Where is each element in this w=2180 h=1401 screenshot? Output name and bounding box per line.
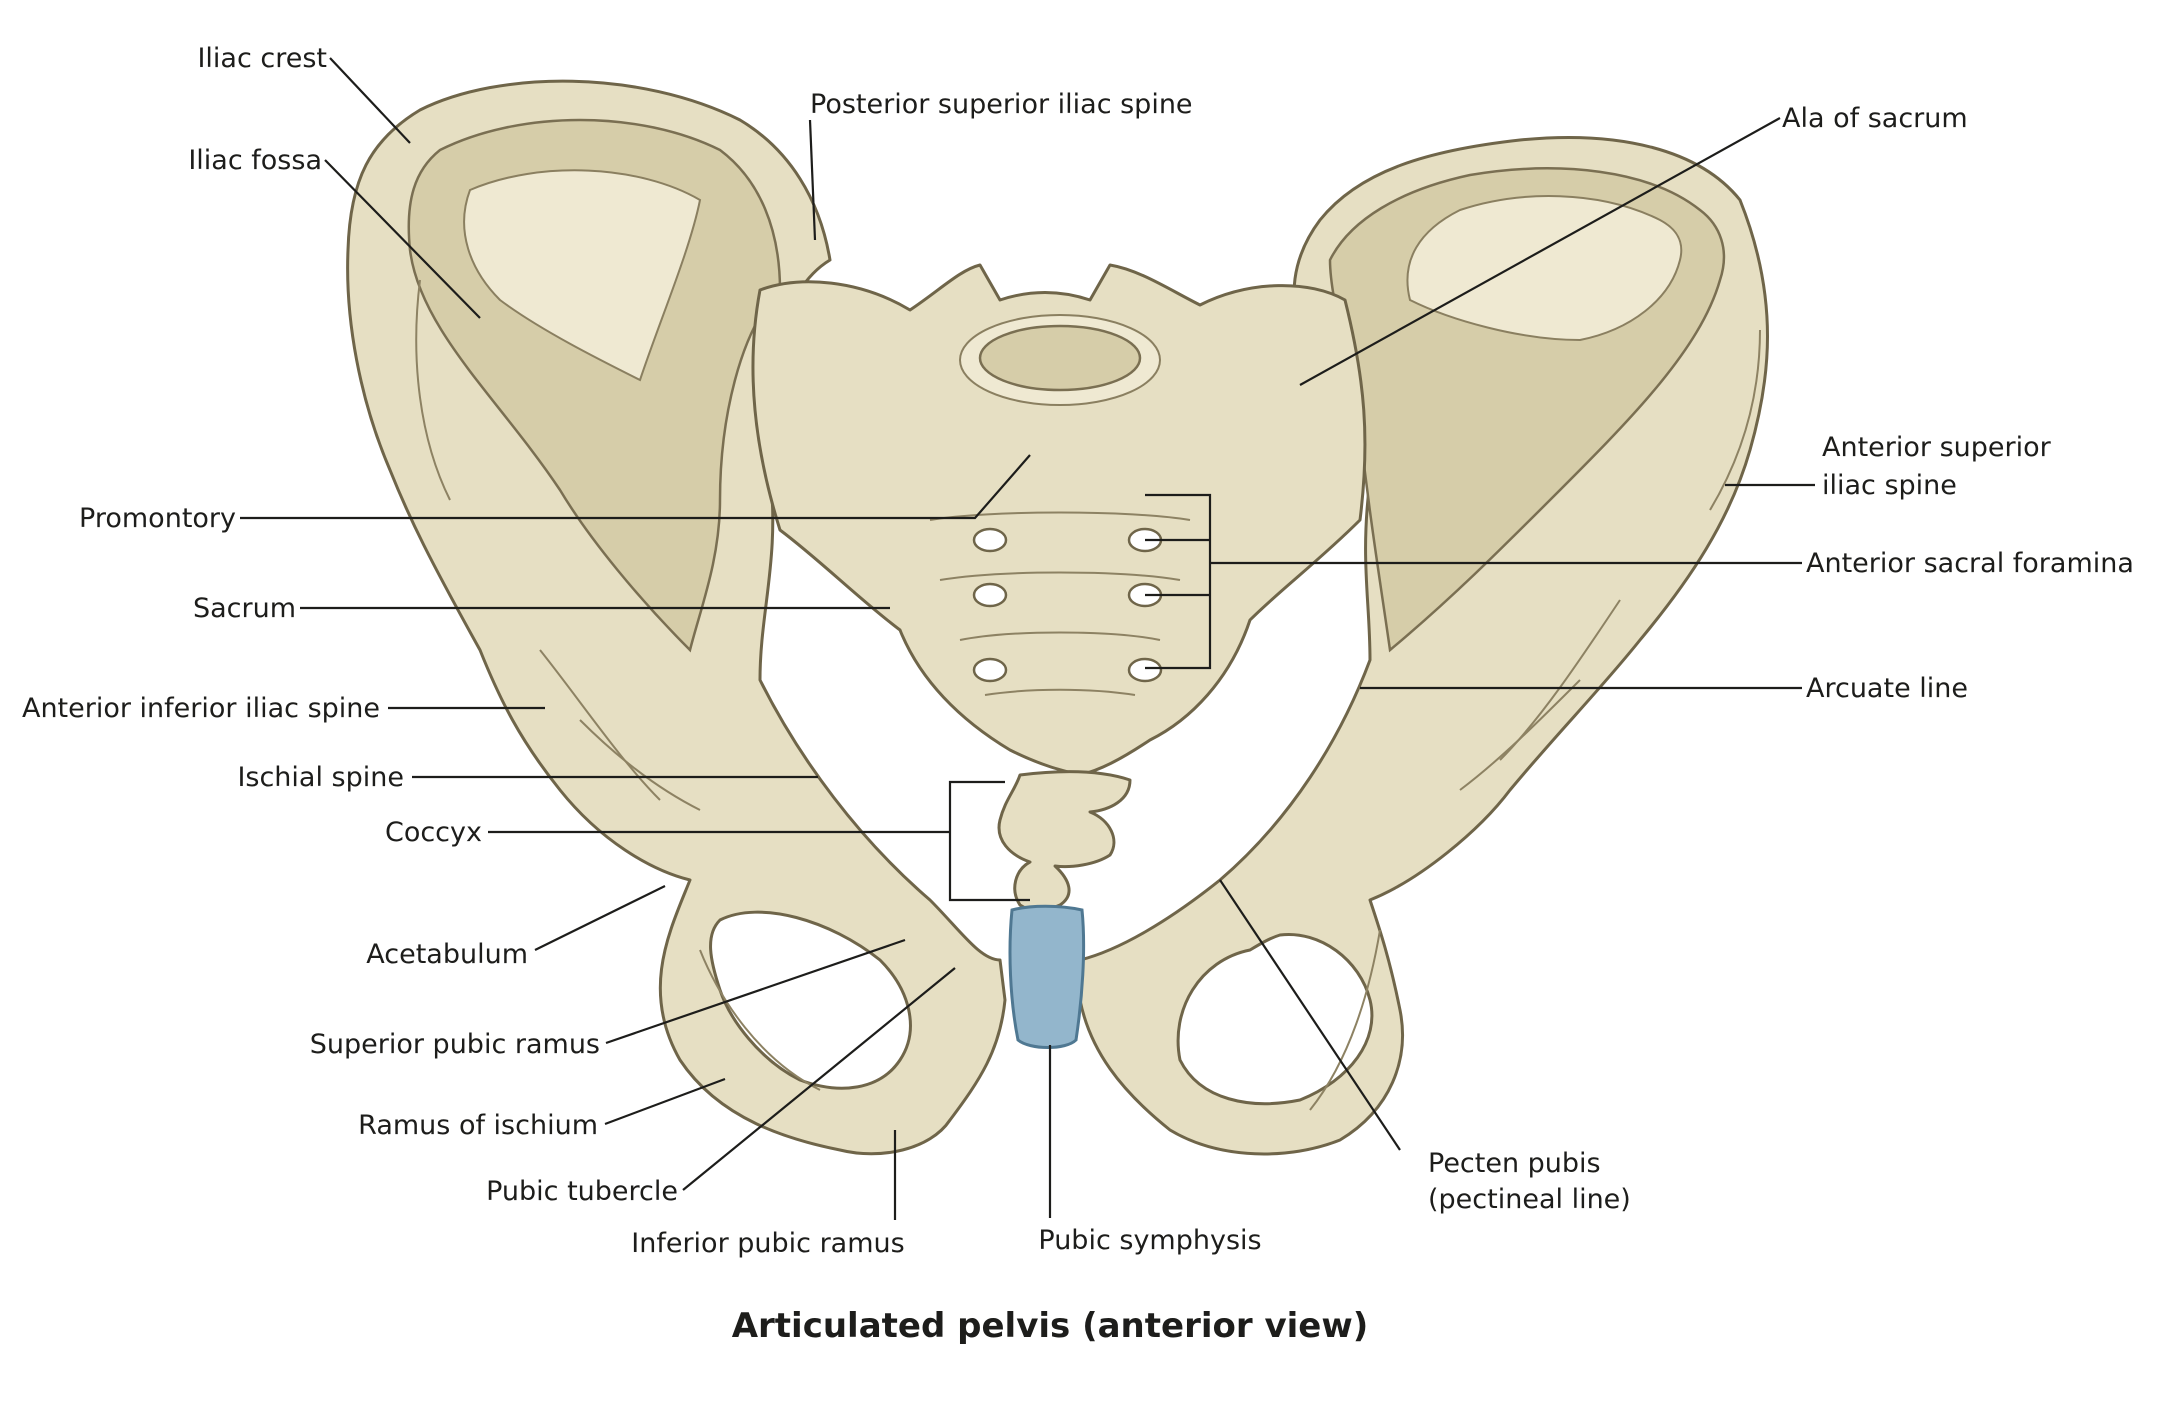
- label-sacrum: Sacrum: [193, 593, 296, 624]
- label-anterior-inferior-iliac-spine: Anterior inferior iliac spine: [22, 693, 380, 724]
- label-ischial-spine: Ischial spine: [237, 762, 404, 793]
- label-pubic-tubercle: Pubic tubercle: [486, 1176, 678, 1207]
- sacrum-bone: [751, 263, 1367, 777]
- coccyx-bone: [997, 770, 1132, 912]
- label-anterior-superior-iliac-spine-line2: iliac spine: [1822, 470, 1957, 501]
- leader-pubic-tubercle: [682, 967, 956, 1191]
- leader-promontory: [240, 454, 1031, 520]
- label-promontory: Promontory: [79, 503, 236, 534]
- label-pecten-pubis-line1: Pecten pubis: [1428, 1148, 1601, 1179]
- label-acetabulum: Acetabulum: [366, 939, 528, 970]
- label-iliac-crest: Iliac crest: [197, 43, 327, 74]
- label-anterior-superior-iliac-spine-line1: Anterior superior: [1822, 432, 2052, 463]
- leader-superior-pubic-ramus: [605, 938, 906, 1045]
- labels: Iliac crest Iliac fossa Posterior superi…: [22, 43, 2134, 1259]
- pubic-symphysis-cartilage: [1008, 904, 1086, 1049]
- leader-pecten-pubis: [1219, 879, 1401, 1151]
- label-inferior-pubic-ramus: Inferior pubic ramus: [631, 1228, 904, 1259]
- label-arcuate-line: Arcuate line: [1806, 673, 1968, 704]
- label-pecten-pubis-line2: (pectineal line): [1428, 1184, 1631, 1215]
- leader-ramus-of-ischium: [604, 1077, 726, 1126]
- label-iliac-fossa: Iliac fossa: [188, 145, 322, 176]
- figure-title: Articulated pelvis (anterior view): [732, 1306, 1369, 1346]
- label-anterior-sacral-foramina: Anterior sacral foramina: [1806, 548, 2134, 579]
- bracket-coccyx: [948, 780, 1030, 902]
- leader-ala-of-sacrum: [1299, 117, 1781, 386]
- label-posterior-superior-iliac-spine: Posterior superior iliac spine: [810, 89, 1193, 120]
- leader-iliac-crest: [329, 57, 411, 144]
- right-hip-bone: [1078, 136, 1769, 1156]
- leader-posterior-superior-iliac-spine: [808, 119, 817, 241]
- label-coccyx: Coccyx: [385, 817, 482, 848]
- label-ramus-of-ischium: Ramus of ischium: [358, 1110, 598, 1141]
- bracket-anterior-sacral-foramina: [1145, 493, 1212, 670]
- label-pubic-symphysis: Pubic symphysis: [1038, 1225, 1261, 1256]
- label-superior-pubic-ramus: Superior pubic ramus: [310, 1029, 600, 1060]
- leader-iliac-fossa: [324, 159, 481, 319]
- pelvis-illustration: [346, 79, 1769, 1156]
- leader-acetabulum: [534, 885, 666, 951]
- label-ala-of-sacrum: Ala of sacrum: [1782, 103, 1968, 134]
- leader-lines: [240, 57, 1815, 1220]
